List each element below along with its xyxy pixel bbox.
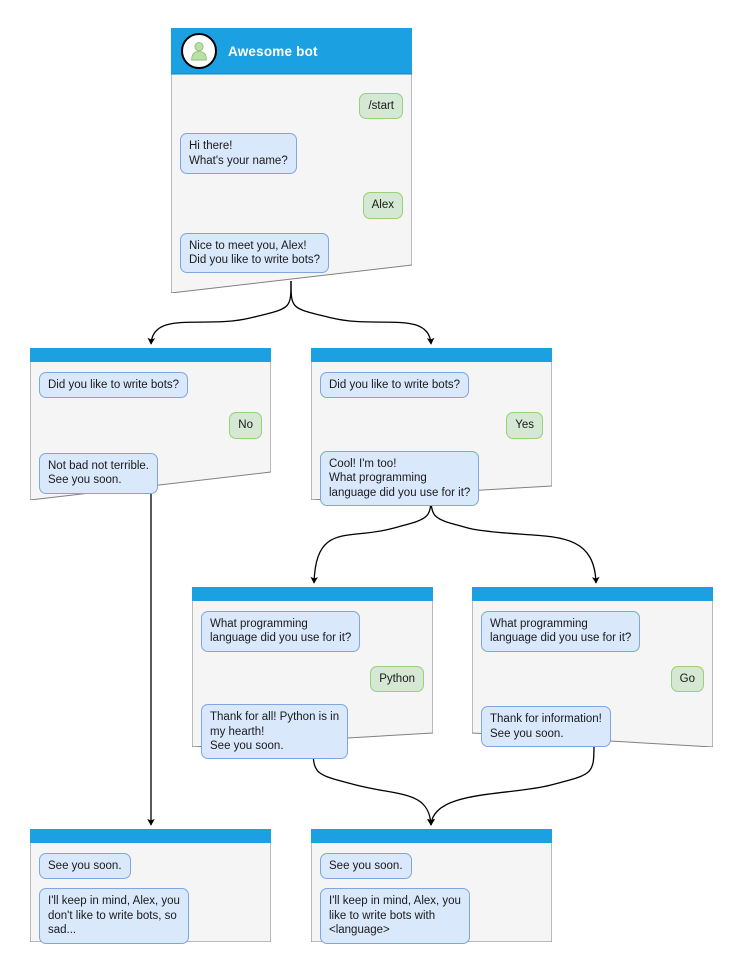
chat-row: No xyxy=(39,412,262,439)
chat-row: Thank for information! See you soon. xyxy=(481,706,704,748)
node-start-chat: /start Hi there! What's your name? Alex … xyxy=(171,74,412,281)
chat-row: Did you like to write bots? xyxy=(39,372,262,399)
chat-row: Alex xyxy=(180,192,403,219)
node-yes-branch-content: Did you like to write bots? Yes Cool! I'… xyxy=(311,348,552,514)
person-icon xyxy=(191,42,207,61)
chat-row: Python xyxy=(201,665,424,693)
edge-go-to-end-happy xyxy=(427,743,595,826)
chat-row: Thank for all! Python is in my hearth! S… xyxy=(201,704,424,760)
chat-row: I'll keep in mind, Alex, you like to wri… xyxy=(320,888,543,944)
chat-bubble-user: Yes xyxy=(506,412,543,439)
chat-bubble-bot: I'll keep in mind, Alex, you don't like … xyxy=(39,888,189,944)
chat-bubble-bot: Not bad not terrible. See you soon. xyxy=(39,452,159,494)
chat-bubble-bot: Hi there! What's your name? xyxy=(180,133,297,175)
node-no-branch[interactable]: Did you like to write bots? No Not bad n… xyxy=(30,348,271,500)
chat-row: What programming language did you use fo… xyxy=(481,611,704,652)
chat-bubble-bot: See you soon. xyxy=(39,853,131,880)
node-python-branch-chat: What programming language did you use fo… xyxy=(192,601,433,767)
node-python-branch[interactable]: What programming language did you use fo… xyxy=(192,587,433,760)
node-go-branch-content: What programming language did you use fo… xyxy=(472,587,713,755)
chat-bubble-bot: What programming language did you use fo… xyxy=(201,611,361,652)
node-end-sad-chat: See you soon. I'll keep in mind, Alex, y… xyxy=(30,843,271,952)
chat-row: What programming language did you use fo… xyxy=(201,611,424,652)
node-yes-branch-chat: Did you like to write bots? Yes Cool! I'… xyxy=(311,362,552,514)
node-end-sad-titlebar xyxy=(30,829,271,843)
node-go-branch-chat: What programming language did you use fo… xyxy=(472,601,713,755)
node-end-happy[interactable]: See you soon. I'll keep in mind, Alex, y… xyxy=(311,829,552,944)
chat-bubble-user: No xyxy=(229,412,262,439)
node-go-branch-titlebar xyxy=(472,587,713,601)
node-no-branch-titlebar xyxy=(30,348,271,362)
chat-bubble-user: Go xyxy=(670,665,704,693)
node-python-branch-content: What programming language did you use fo… xyxy=(192,587,433,767)
bot-title: Awesome bot xyxy=(228,43,318,59)
chat-row: See you soon. xyxy=(39,853,262,880)
chat-bubble-bot: I'll keep in mind, Alex, you like to wri… xyxy=(320,888,470,944)
chat-row: Nice to meet you, Alex! Did you like to … xyxy=(180,232,403,274)
chat-bubble-user: Alex xyxy=(362,192,403,219)
chat-bubble-bot: See you soon. xyxy=(320,853,412,880)
node-end-happy-titlebar xyxy=(311,829,552,843)
node-start-content: Awesome bot /start Hi there! What's your… xyxy=(171,28,412,281)
chat-bubble-bot: Nice to meet you, Alex! Did you like to … xyxy=(180,232,330,274)
chat-row: Cool! I'm too! What programming language… xyxy=(320,450,543,507)
chat-bubble-bot: Thank for all! Python is in my hearth! S… xyxy=(201,704,349,760)
chat-row: Not bad not terrible. See you soon. xyxy=(39,452,262,494)
node-no-branch-chat: Did you like to write bots? No Not bad n… xyxy=(30,362,271,502)
node-yes-branch[interactable]: Did you like to write bots? Yes Cool! I'… xyxy=(311,348,552,507)
chat-row: Hi there! What's your name? xyxy=(180,133,403,175)
chat-row: See you soon. xyxy=(320,853,543,880)
chat-bubble-bot: Thank for information! See you soon. xyxy=(481,706,611,748)
chat-row: Go xyxy=(481,665,704,693)
node-end-happy-chat: See you soon. I'll keep in mind, Alex, y… xyxy=(311,843,552,952)
chat-row: I'll keep in mind, Alex, you don't like … xyxy=(39,888,262,944)
node-yes-branch-titlebar xyxy=(311,348,552,362)
node-start-titlebar: Awesome bot xyxy=(171,28,412,74)
bot-avatar xyxy=(181,33,217,69)
chat-bubble-user: Python xyxy=(370,665,424,693)
node-end-sad-content: See you soon. I'll keep in mind, Alex, y… xyxy=(30,829,271,952)
chat-bubble-user: /start xyxy=(359,93,403,120)
node-no-branch-content: Did you like to write bots? No Not bad n… xyxy=(30,348,271,502)
chat-row: Did you like to write bots? xyxy=(320,372,543,399)
node-start[interactable]: Awesome bot /start Hi there! What's your… xyxy=(171,28,412,293)
node-end-sad[interactable]: See you soon. I'll keep in mind, Alex, y… xyxy=(30,829,271,944)
chat-bubble-bot: What programming language did you use fo… xyxy=(481,611,641,652)
chat-row: Yes xyxy=(320,412,543,439)
chat-bubble-bot: Did you like to write bots? xyxy=(320,372,470,399)
chat-row: /start xyxy=(180,93,403,120)
chat-bubble-bot: Did you like to write bots? xyxy=(39,372,189,399)
node-end-happy-content: See you soon. I'll keep in mind, Alex, y… xyxy=(311,829,552,952)
chat-bubble-bot: Cool! I'm too! What programming language… xyxy=(320,450,480,507)
node-go-branch[interactable]: What programming language did you use fo… xyxy=(472,587,713,748)
node-python-branch-titlebar xyxy=(192,587,433,601)
